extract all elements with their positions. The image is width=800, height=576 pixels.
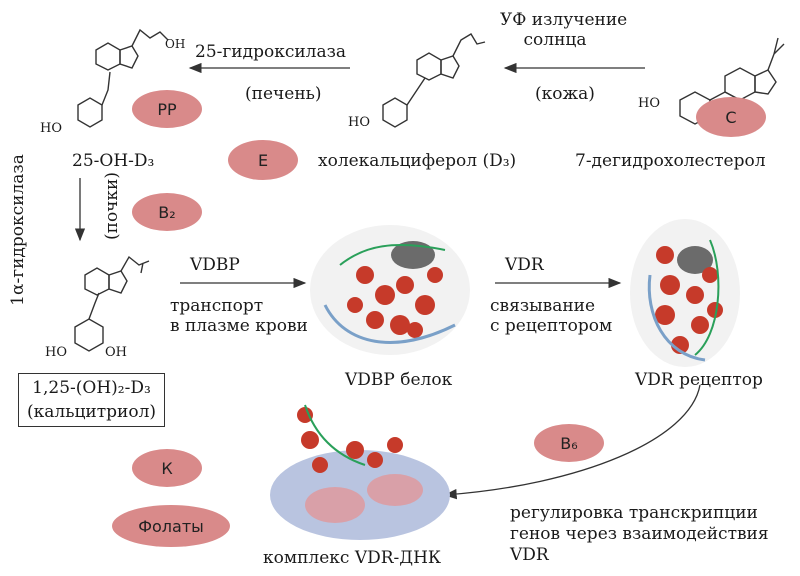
- liver-label: (печень): [245, 84, 322, 104]
- badge-vitamin-b2: B₂: [132, 193, 202, 231]
- vdbp-protein-label: VDBP белок: [345, 370, 453, 390]
- binding-text: связывание с рецептором: [490, 296, 612, 336]
- badge-vitamin-b2-label: B₂: [158, 202, 176, 222]
- molecule-cholecalciferol: [382, 33, 486, 128]
- ho-label-calcitriol: HO: [45, 345, 67, 360]
- binding-line2: с рецептором: [490, 316, 613, 336]
- vdbp-protein-image: [310, 225, 470, 355]
- regulation-line3: VDR: [510, 545, 549, 565]
- badge-vitamin-c-label: С: [725, 107, 737, 127]
- transport-text: транспорт в плазме крови: [170, 296, 308, 336]
- ho-label-7dhc: HO: [638, 96, 660, 111]
- ho-label-d3: HO: [348, 115, 370, 130]
- badge-vitamin-k-label: К: [161, 458, 173, 478]
- arrow-regulation: [443, 384, 701, 500]
- badge-vitamin-k: К: [132, 449, 202, 487]
- badge-vitamin-pp: PP: [132, 90, 202, 128]
- binding-line1: связывание: [490, 296, 596, 316]
- badge-folates-label: Фолаты: [138, 516, 204, 536]
- molecule-25-oh-d3: [77, 28, 169, 128]
- regulation-text: регулировка транскрипции генов через вза…: [510, 503, 769, 566]
- badge-vitamin-c: С: [696, 97, 766, 137]
- 25-hydroxylase-label: 25-гидроксилаза: [195, 42, 347, 62]
- oh-label-calcitriol: OH: [105, 345, 127, 360]
- ho-label-25oh: HO: [40, 121, 62, 136]
- badge-vitamin-b6: B₆: [534, 424, 604, 462]
- compound-25oh-label: 25-OH-D₃: [72, 151, 155, 171]
- molecule-calcitriol: [74, 255, 150, 352]
- calcitriol-box: 1,25-(OH)₂-D₃ (кальцитриол): [18, 373, 165, 427]
- badge-vitamin-b6-label: B₆: [560, 433, 578, 453]
- kidney-label: (почки): [102, 171, 122, 241]
- badge-vitamin-e-label: Е: [257, 150, 269, 170]
- skin-label: (кожа): [535, 84, 595, 104]
- vdr-receptor-label: VDR рецептор: [635, 370, 763, 390]
- calcitriol-line1: 1,25-(OH)₂-D₃: [32, 378, 151, 398]
- vdr-receptor-image: [630, 219, 740, 367]
- vdbp-label: VDBP: [190, 255, 240, 275]
- regulation-line2: генов через взаимодействия: [510, 524, 769, 544]
- calcitriol-line2: (кальцитриол): [27, 402, 156, 422]
- oh-label-25oh: OH: [165, 37, 186, 51]
- badge-folates: Фолаты: [112, 505, 230, 547]
- regulation-line1: регулировка транскрипции: [510, 503, 758, 523]
- vdr-dna-complex-image: [270, 404, 450, 540]
- uv-label: УФ излучение солнца: [500, 10, 628, 50]
- complex-label: комплекс VDR-ДНК: [263, 548, 442, 568]
- compound-d3-label: холекальциферол (D₃): [318, 151, 517, 171]
- badge-vitamin-e: Е: [228, 140, 298, 180]
- uv-line1: УФ излучение: [500, 10, 628, 30]
- vdr-label: VDR: [505, 255, 544, 275]
- uv-line2: солнца: [523, 30, 587, 50]
- transport-line1: транспорт: [170, 296, 264, 316]
- badge-vitamin-pp-label: PP: [157, 99, 177, 119]
- transport-line2: в плазме крови: [170, 316, 308, 336]
- compound-7dhc-label: 7-дегидрохолестерол: [575, 151, 766, 171]
- 1a-hydroxylase-label: 1α-гидроксилаза: [8, 154, 28, 306]
